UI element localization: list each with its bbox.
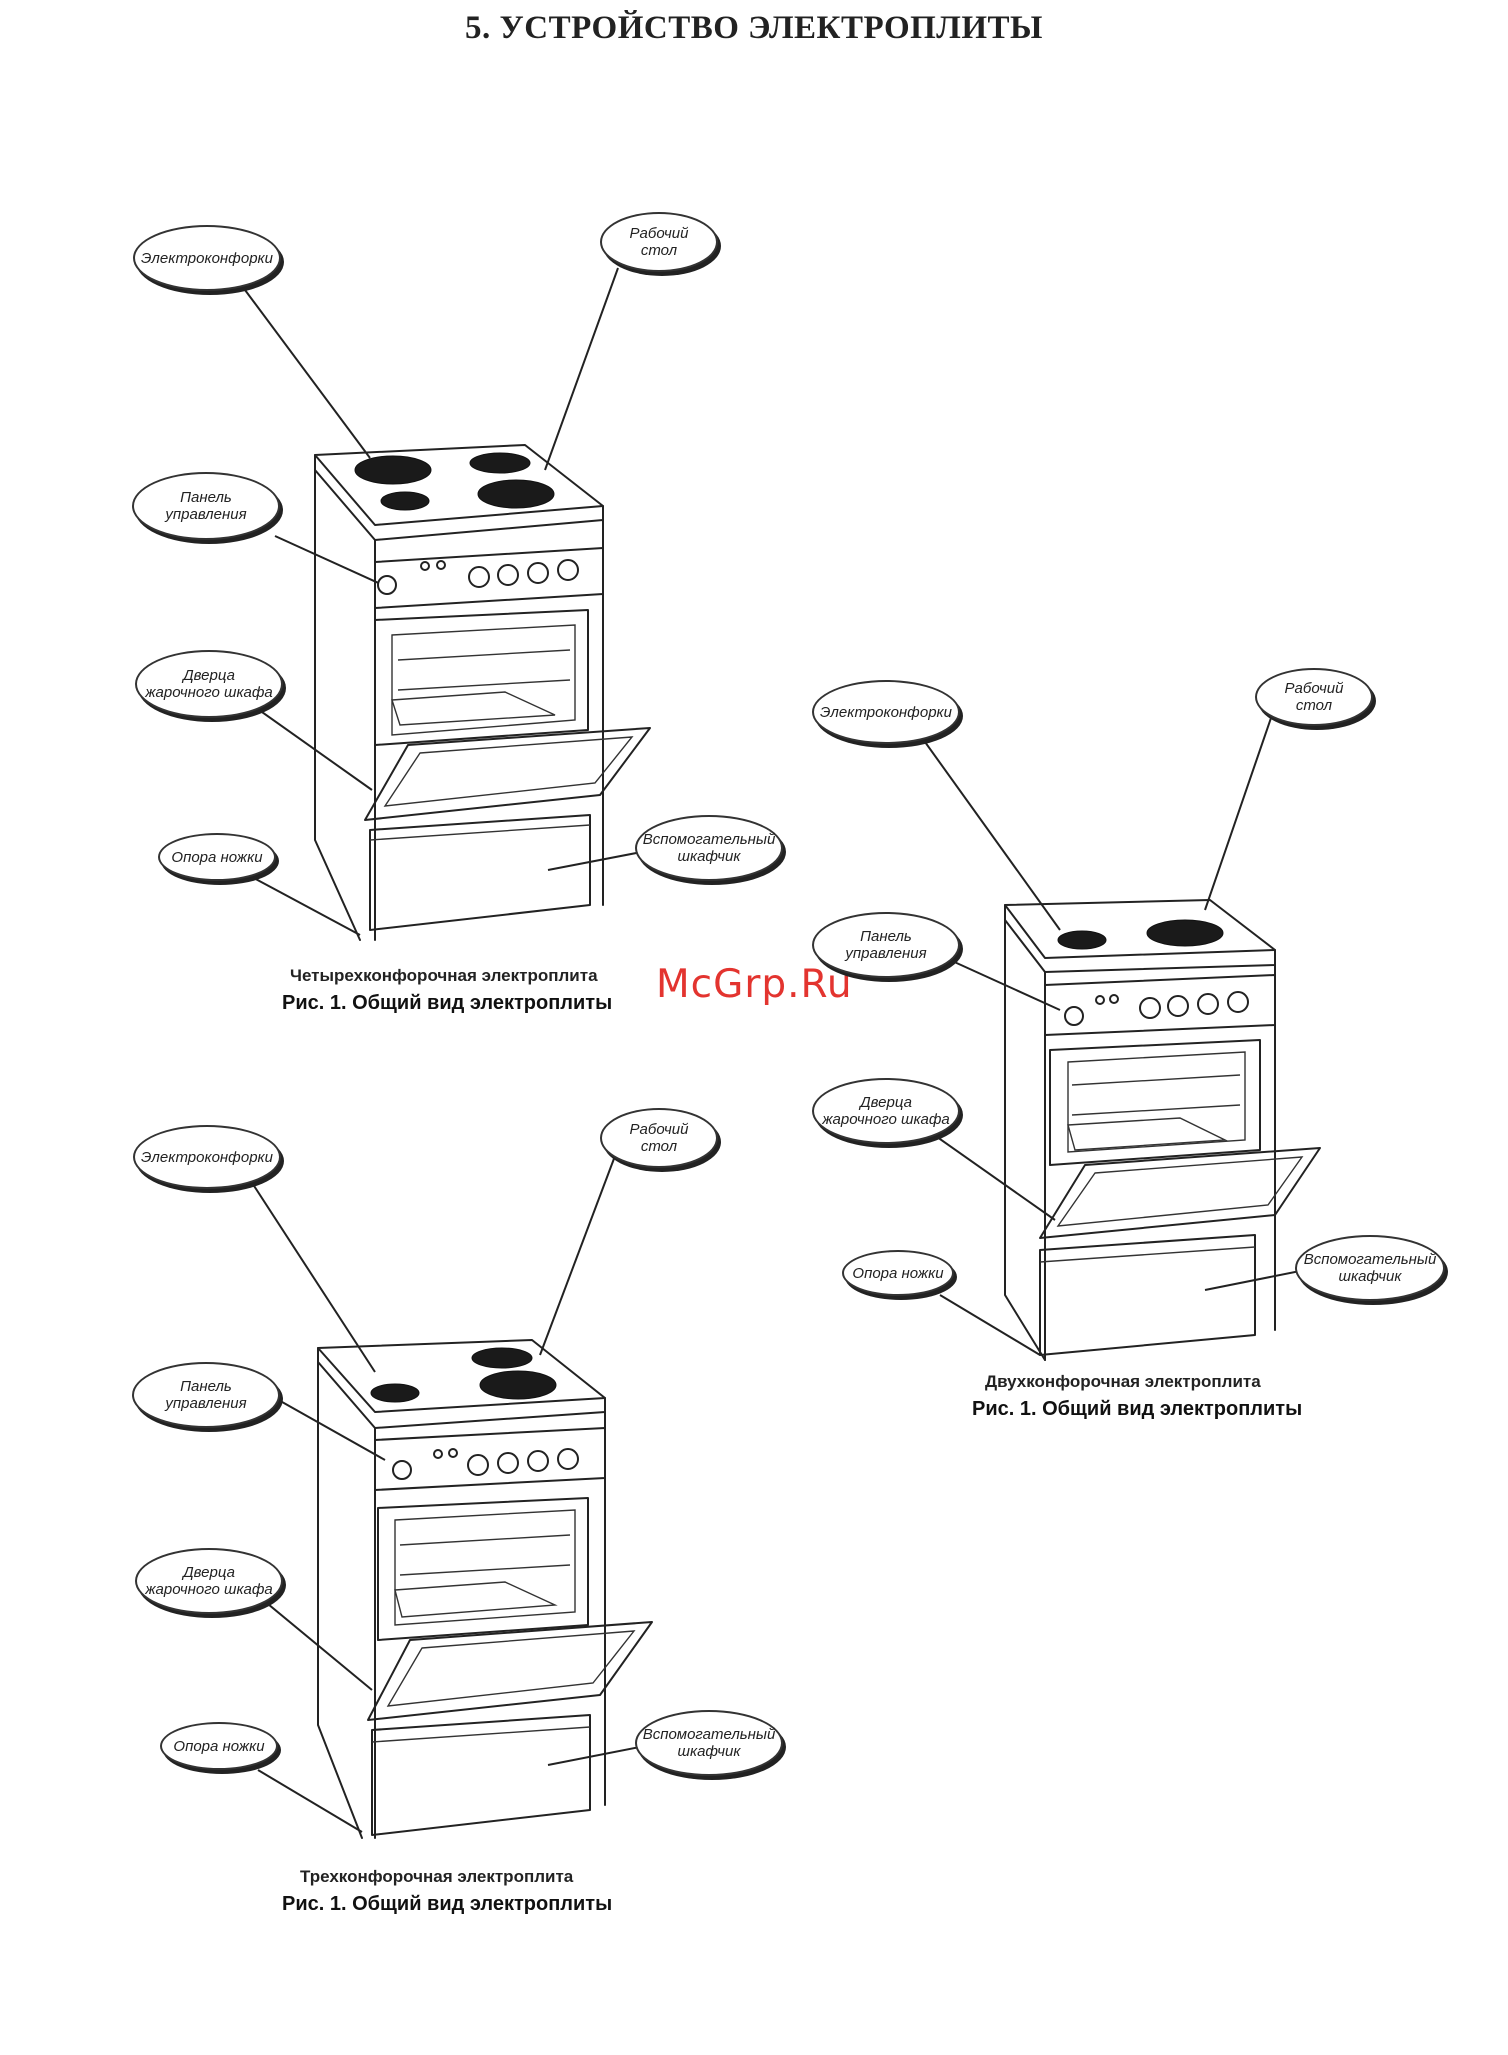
callout-worktop: Рабочий стол [600, 212, 718, 272]
callout-control-panel: Панель управления [132, 1362, 280, 1428]
callout-aux-cabinet: Вспомогательный шкафчик [635, 815, 783, 881]
figure-subtitle: Четырехконфорочная электроплита [290, 966, 598, 985]
callout-aux-cabinet: Вспомогательный шкафчик [1295, 1235, 1445, 1301]
callout-control-panel: Панель управления [132, 472, 280, 540]
callout-aux-cabinet: Вспомогательный шкафчик [635, 1710, 783, 1776]
figure-caption: Рис. 1. Общий вид электроплиты [282, 992, 613, 1014]
callout-worktop: Рабочий стол [1255, 668, 1373, 726]
figure-two-burner-stove: Электроконфорки Рабочий стол Панель упра… [812, 668, 1445, 1420]
callout-leg-support: Опора ножки [160, 1722, 278, 1770]
callout-oven-door: Дверца жарочного шкафа [812, 1078, 960, 1144]
callout-control-panel: Панель управления [812, 912, 960, 978]
page-title: 5. УСТРОЙСТВО ЭЛЕКТРОПЛИТЫ [465, 10, 1043, 46]
figure-caption: Рис. 1. Общий вид электроплиты [282, 1893, 613, 1915]
figure-subtitle: Трехконфорочная электроплита [300, 1867, 574, 1886]
stove-drawing-four-burner [244, 267, 653, 941]
callout-burners: Электроконфорки [812, 680, 960, 744]
figure-caption: Рис. 1. Общий вид электроплиты [972, 1398, 1303, 1420]
callout-oven-door: Дверца жарочного шкафа [135, 650, 283, 718]
callout-worktop: Рабочий стол [600, 1108, 718, 1168]
stove-drawing-three-burner [244, 1147, 653, 1839]
figure-subtitle: Двухконфорочная электроплита [985, 1372, 1261, 1391]
callout-burners: Электроконфорки [133, 225, 281, 291]
callout-oven-door: Дверца жарочного шкафа [135, 1548, 283, 1614]
callout-burners: Электроконфорки [133, 1125, 281, 1189]
callout-leg-support: Опора ножки [158, 833, 276, 881]
watermark: McGrp.Ru [656, 962, 853, 1007]
figure-four-burner-stove: Электроконфорки Рабочий стол Панель упра… [132, 212, 783, 1014]
stove-drawing-two-burner [919, 714, 1321, 1361]
figure-three-burner-stove: Электроконфорки Рабочий стол Панель упра… [132, 1108, 783, 1915]
callout-leg-support: Опора ножки [842, 1250, 954, 1296]
